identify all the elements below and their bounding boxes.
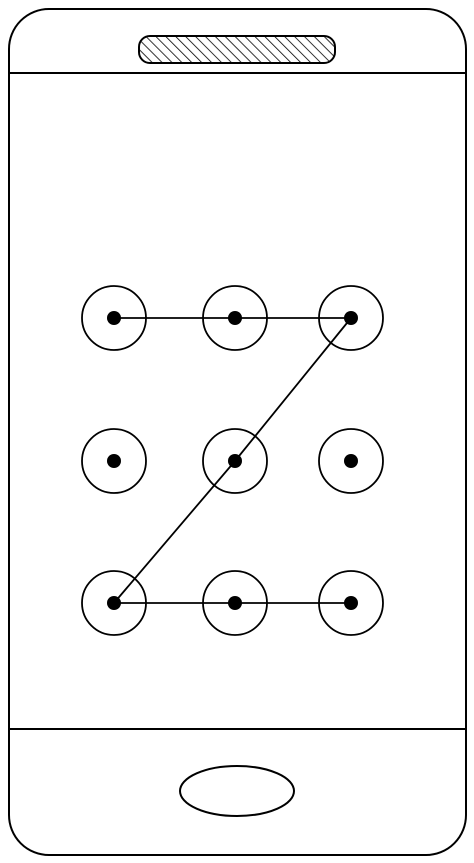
pattern-node-9[interactable] bbox=[318, 570, 384, 636]
pattern-node-ring bbox=[81, 285, 147, 351]
pattern-node-1[interactable] bbox=[81, 285, 147, 351]
lock-pattern-path bbox=[113, 317, 352, 604]
pattern-node-ring bbox=[202, 428, 268, 494]
pattern-node-5[interactable] bbox=[202, 428, 268, 494]
pattern-node-2[interactable] bbox=[202, 285, 268, 351]
pattern-node-dot bbox=[228, 311, 242, 325]
pattern-node-7[interactable] bbox=[81, 570, 147, 636]
speaker-grille-icon bbox=[138, 35, 336, 64]
pattern-segment bbox=[234, 317, 352, 462]
phone-body bbox=[8, 8, 467, 856]
pattern-node-dot bbox=[228, 596, 242, 610]
pattern-node-ring bbox=[318, 428, 384, 494]
pattern-node-dot bbox=[107, 454, 121, 468]
pattern-node-dot bbox=[228, 454, 242, 468]
pattern-node-ring bbox=[318, 285, 384, 351]
home-button-icon[interactable] bbox=[179, 765, 295, 817]
pattern-node-dot bbox=[344, 454, 358, 468]
pattern-node-ring bbox=[81, 570, 147, 636]
pattern-node-dot bbox=[107, 596, 121, 610]
pattern-node-ring bbox=[202, 570, 268, 636]
pattern-node-3[interactable] bbox=[318, 285, 384, 351]
pattern-node-ring bbox=[318, 570, 384, 636]
pattern-node-ring bbox=[81, 428, 147, 494]
pattern-node-4[interactable] bbox=[81, 428, 147, 494]
pattern-node-dot bbox=[344, 596, 358, 610]
pattern-node-dot bbox=[107, 311, 121, 325]
pattern-node-8[interactable] bbox=[202, 570, 268, 636]
pattern-node-dot bbox=[344, 311, 358, 325]
pattern-node-6[interactable] bbox=[318, 428, 384, 494]
pattern-segment bbox=[113, 460, 236, 604]
pattern-node-ring bbox=[202, 285, 268, 351]
lock-pattern-grid bbox=[81, 285, 384, 636]
